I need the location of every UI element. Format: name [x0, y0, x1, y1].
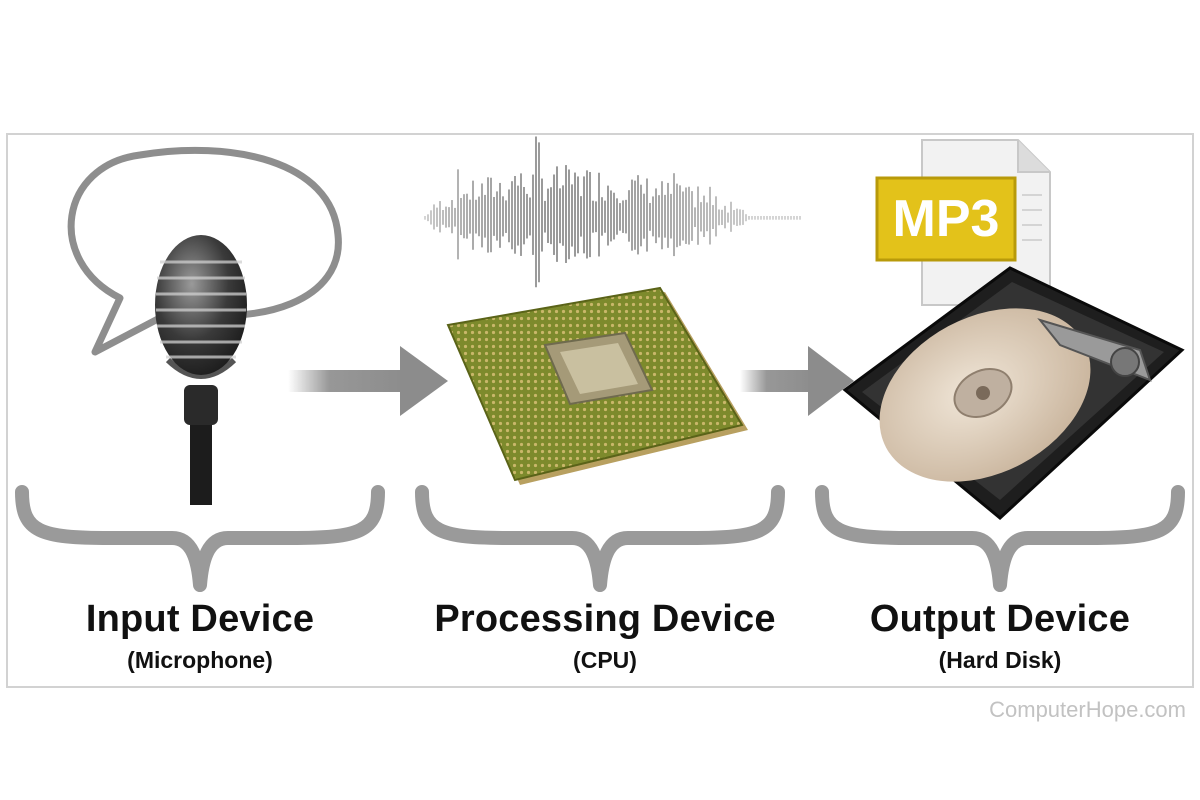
audio-waveform-icon	[424, 136, 801, 288]
stage-input-subtitle: (Microphone)	[127, 647, 273, 673]
mp3-badge-text: MP3	[893, 190, 1000, 248]
speech-bubble-icon	[67, 146, 342, 356]
stage-input-title: Input Device	[85, 598, 315, 640]
mp3-badge: MP3	[875, 176, 1017, 262]
stage-output-label: Output Device (Hard Disk)	[820, 598, 1180, 674]
stage-output-title: Output Device	[869, 598, 1131, 640]
microphone-icon	[155, 235, 247, 505]
stage-output-subtitle: (Hard Disk)	[938, 647, 1062, 673]
stage-processing-subtitle: (CPU)	[573, 647, 637, 673]
brace-input	[15, 485, 385, 592]
hard-disk-icon	[842, 266, 1185, 520]
stage-processing-title: Processing Device	[434, 598, 776, 640]
arrow-processing-to-output	[740, 346, 854, 416]
stage-input-label: Input Device (Microphone)	[20, 598, 380, 674]
brace-processing	[415, 485, 785, 592]
stage-processing-label: Processing Device (CPU)	[405, 598, 805, 674]
brace-output	[815, 485, 1185, 592]
cpu-chip-icon	[446, 286, 748, 485]
arrow-input-to-processing	[288, 346, 448, 416]
watermark: ComputerHope.com	[989, 697, 1186, 722]
